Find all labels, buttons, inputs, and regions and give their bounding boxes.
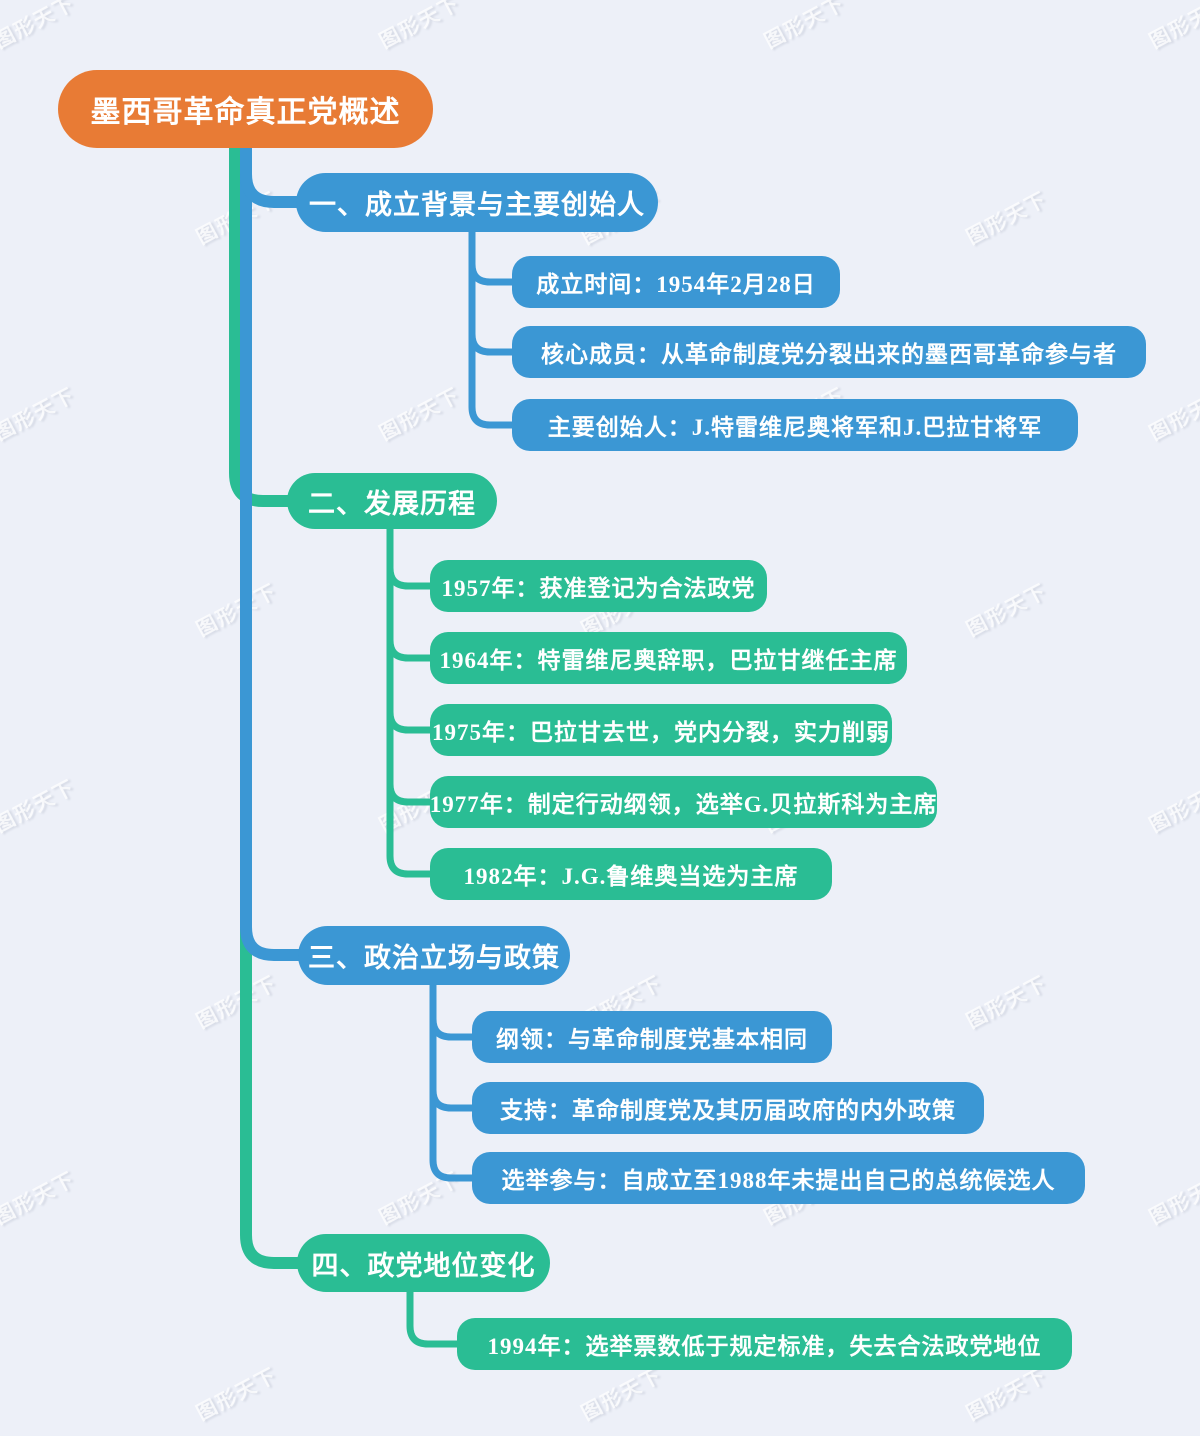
child-node-2-2[interactable]: 1964年：特雷维尼奥辞职，巴拉甘继任主席 — [430, 632, 907, 684]
child-node-3-1[interactable]: 纲领：与革命制度党基本相同 — [472, 1011, 832, 1063]
branch-node-4[interactable]: 四、政党地位变化 — [297, 1234, 550, 1292]
connector-branch1-child2 — [468, 230, 514, 356]
connector-branch1-child3 — [468, 230, 514, 429]
connector-branch2-child2 — [386, 527, 430, 662]
child-node-1-1[interactable]: 成立时间：1954年2月28日 — [512, 256, 840, 308]
child-node-3-3[interactable]: 选举参与：自成立至1988年未提出自己的总统候选人 — [472, 1152, 1085, 1204]
connector-branch4-child1 — [406, 1290, 457, 1348]
connector-branch2-child5 — [386, 527, 430, 878]
connector-branch2-child1 — [386, 527, 430, 590]
connector-root-branch4 — [240, 138, 301, 1269]
child-node-4-1[interactable]: 1994年：选举票数低于规定标准，失去合法政党地位 — [457, 1318, 1072, 1370]
connector-root-branch3 — [240, 138, 302, 961]
connector-branch1-child1 — [468, 230, 514, 286]
child-node-2-4[interactable]: 1977年：制定行动纲领，选举G.贝拉斯科为主席 — [430, 776, 937, 828]
child-node-2-1[interactable]: 1957年：获准登记为合法政党 — [430, 560, 767, 612]
connector-branch3-child3 — [429, 983, 472, 1182]
child-node-1-2[interactable]: 核心成员：从革命制度党分裂出来的墨西哥革命参与者 — [512, 326, 1146, 378]
branch-node-3[interactable]: 三、政治立场与政策 — [298, 926, 570, 985]
child-node-3-2[interactable]: 支持：革命制度党及其历届政府的内外政策 — [472, 1082, 984, 1134]
connector-branch2-child4 — [386, 527, 430, 806]
child-node-1-3[interactable]: 主要创始人：J.特雷维尼奥将军和J.巴拉甘将军 — [512, 399, 1078, 451]
root-node[interactable]: 墨西哥革命真正党概述 — [58, 70, 433, 148]
branch-node-2[interactable]: 二、发展历程 — [287, 473, 497, 529]
child-node-2-5[interactable]: 1982年：J.G.鲁维奥当选为主席 — [430, 848, 832, 900]
connector-branch3-child2 — [429, 983, 472, 1112]
connector-branch2-child3 — [386, 527, 430, 734]
child-node-2-3[interactable]: 1975年：巴拉甘去世，党内分裂，实力削弱 — [430, 704, 892, 756]
branch-node-1[interactable]: 一、成立背景与主要创始人 — [296, 173, 658, 232]
connector-root-branch1 — [240, 138, 300, 208]
connector-branch3-child1 — [429, 983, 472, 1041]
